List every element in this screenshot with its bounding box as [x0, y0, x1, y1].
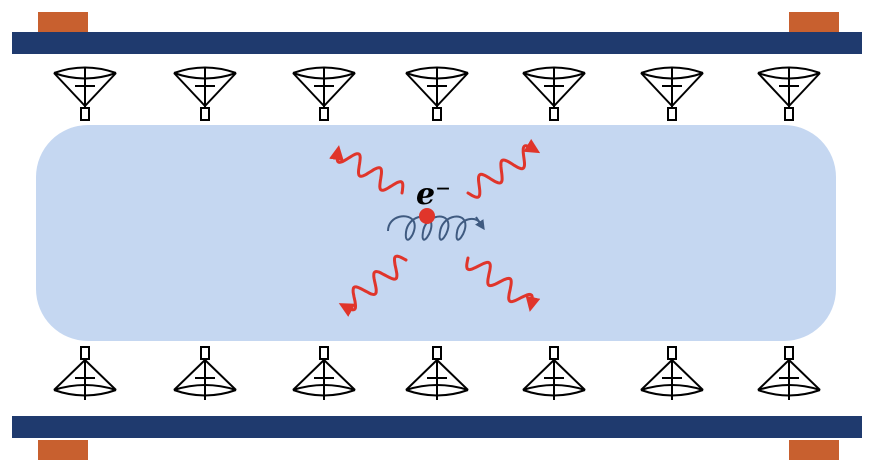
- top-rail: [12, 32, 862, 54]
- bottom-right-pad: [789, 440, 839, 460]
- bottom-antenna-row: [53, 346, 821, 400]
- antenna-icon: [53, 66, 117, 121]
- bottom-left-pad: [38, 440, 88, 460]
- photon-wave: [465, 256, 541, 312]
- electron-label: e⁻: [416, 177, 451, 212]
- top-antenna-row: [53, 66, 821, 121]
- antenna-icon: [640, 346, 704, 400]
- photon-wave: [338, 254, 408, 317]
- photon-wave: [329, 145, 405, 195]
- antenna-icon: [53, 346, 117, 400]
- top-right-pad: [789, 12, 839, 32]
- antenna-icon: [292, 346, 356, 400]
- antenna-icon: [522, 66, 586, 121]
- antenna-icon: [757, 66, 821, 121]
- antenna-icon: [522, 346, 586, 400]
- antenna-icon: [757, 346, 821, 400]
- orbit-helix: [387, 215, 483, 241]
- electron-dot: [419, 208, 435, 224]
- top-left-pad: [38, 12, 88, 32]
- antenna-icon: [173, 346, 237, 400]
- trap-region: [36, 125, 836, 341]
- antenna-icon: [640, 66, 704, 121]
- photon-wave: [466, 138, 541, 199]
- cyclotron-orbit: [387, 215, 485, 241]
- antenna-icon: [173, 66, 237, 121]
- antenna-icon: [405, 66, 469, 121]
- photon-emissions: [329, 138, 541, 317]
- orbit-arrow: [475, 216, 485, 231]
- antenna-icon: [405, 346, 469, 400]
- bottom-rail: [12, 416, 862, 438]
- antenna-icon: [292, 66, 356, 121]
